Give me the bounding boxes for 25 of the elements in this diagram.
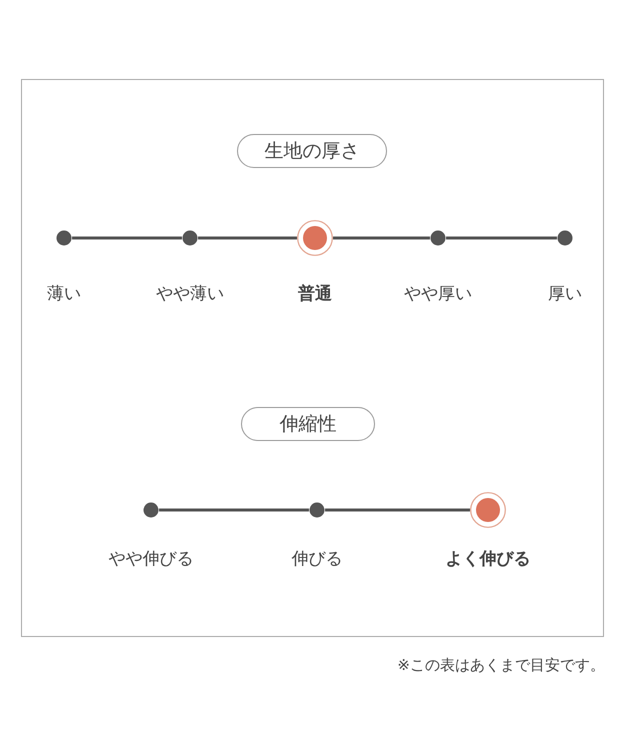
scale-label: 薄い (47, 283, 81, 305)
scale-label: 伸びる (292, 548, 342, 570)
scale-dot (182, 230, 198, 246)
scale-line (446, 236, 557, 240)
scale-line (72, 236, 182, 240)
scale-label: やや薄い (156, 283, 224, 305)
scale-dot (430, 230, 446, 246)
scale-label: よく伸びる (446, 548, 530, 570)
footnote: ※この表はあくまで目安です。 (397, 656, 605, 675)
scale-line (159, 508, 309, 512)
selected-scale-dot (297, 220, 333, 256)
scale-dot (56, 230, 72, 246)
selected-scale-dot (470, 492, 506, 528)
scale-label: 普通 (298, 283, 332, 305)
scale-line (333, 236, 430, 240)
scale-dot (309, 502, 325, 518)
section-heading-pill: 伸縮性 (241, 407, 375, 441)
scale-label: やや伸びる (108, 548, 194, 570)
scale-dot (557, 230, 573, 246)
scale-line (325, 508, 470, 512)
scale-label: やや厚い (404, 283, 472, 305)
scale-line (198, 236, 297, 240)
scale-dot (143, 502, 159, 518)
scale-label: 厚い (548, 283, 582, 305)
section-heading-pill: 生地の厚さ (237, 134, 387, 168)
